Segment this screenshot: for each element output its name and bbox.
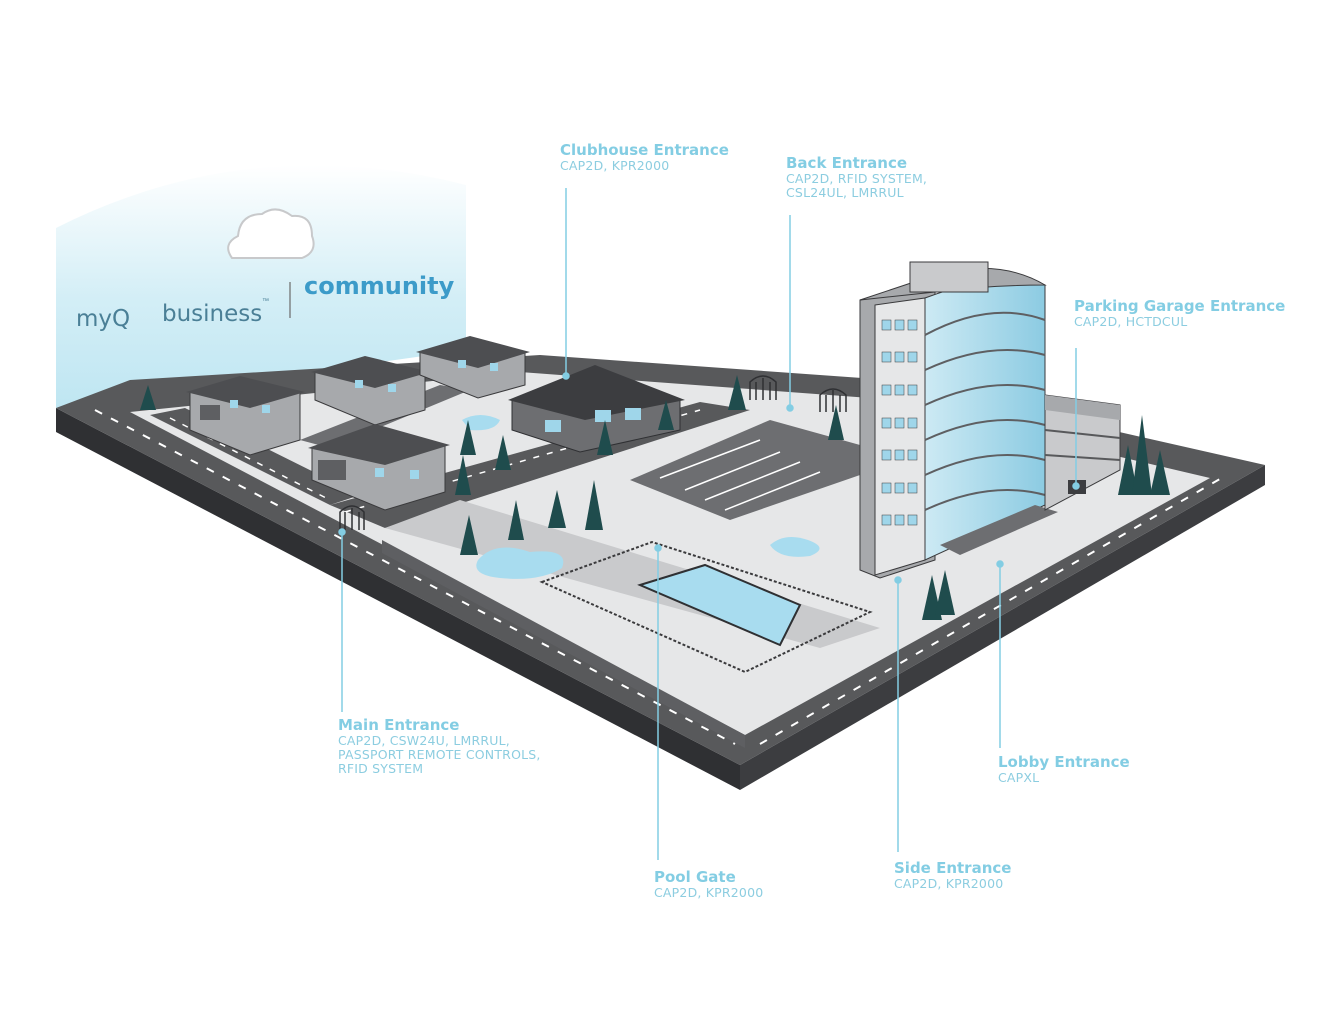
road-dashes [94,409,1226,745]
callout-lobby-entrance: Lobby Entrance CAPXL [998,754,1130,785]
townhouse-row [186,336,530,511]
callout-desc: CSL24UL, LMRRUL [786,185,904,200]
callout-back-entrance: Back Entrance CAP2D, RFID SYSTEM, CSL24U… [786,155,927,200]
tower-front [874,297,926,576]
base-side-left [56,408,740,790]
callout-pool-gate: Pool Gate CAP2D, KPR2000 [654,869,763,900]
callout-title: Main Entrance [338,716,460,734]
callout-side-entrance: Side Entrance CAP2D, KPR2000 [894,860,1011,891]
callout-lines [338,188,1080,860]
gates [339,375,847,530]
callout-desc: RFID SYSTEM [338,761,424,776]
trees [140,375,1170,620]
callout-title: Clubhouse Entrance [560,141,729,159]
callout-desc: CAP2D, CSW24U, LMRRUL, [338,733,510,748]
back-gate-1 [749,375,777,400]
callout-desc: CAP2D, KPR2000 [654,885,764,900]
pool-water [637,563,802,647]
callout-title: Pool Gate [654,868,736,886]
callout-title: Side Entrance [894,859,1012,877]
brand-myq: myQ [76,306,131,332]
parking-garage [1044,394,1121,511]
base-side-right [740,465,1265,790]
brand-community: community [304,272,455,300]
brand-trademark: ™ [262,298,269,305]
pond-3 [462,415,500,431]
townhouse [308,424,450,511]
callout-desc: CAP2D, KPR2000 [894,876,1004,891]
pond-1 [476,547,564,579]
main-gate [339,505,365,530]
townhouse [311,356,430,426]
pool-fence [539,540,873,674]
callout-title: Lobby Entrance [998,753,1130,771]
townhouse [186,376,305,456]
callout-main-entrance: Main Entrance CAP2D, CSW24U, LMRRUL, PAS… [338,717,541,776]
callout-desc: CAP2D, RFID SYSTEM, [786,171,928,186]
clubhouse-building [508,365,685,453]
pool-area [462,415,873,674]
cloud-icon [227,208,315,259]
sky-banner [56,165,466,408]
back-gate-2 [819,388,847,412]
callout-title: Back Entrance [786,154,908,172]
callout-desc: CAP2D, HCTDCUL [1074,314,1188,329]
brand-business: business [162,301,263,327]
ground-curb [382,540,745,748]
callout-desc: CAP2D, KPR2000 [560,158,670,173]
townhouse [416,336,530,399]
callout-parking-garage-entrance: Parking Garage Entrance CAP2D, HCTDCUL [1074,298,1285,329]
tower-canopy [940,505,1058,555]
parking-lot [630,420,860,520]
callout-clubhouse-entrance: Clubhouse Entrance CAP2D, KPR2000 [560,142,729,173]
pond-2 [770,536,820,557]
callout-desc: PASSPORT REMOTE CONTROLS, [338,747,541,762]
callout-desc: CAPXL [998,770,1040,785]
callout-title: Parking Garage Entrance [1074,297,1286,315]
tower-building [859,261,1058,579]
